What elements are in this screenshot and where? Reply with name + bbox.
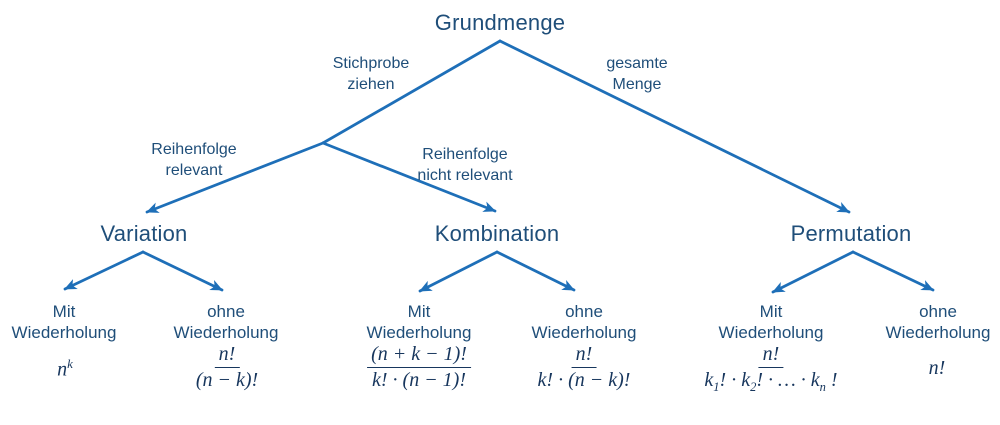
edge-label-line: Reihenfolge (422, 146, 508, 163)
leaf-label-variation-ohne: ohne Wiederholung (174, 301, 279, 343)
leaf-label-line: Wiederholung (366, 323, 472, 342)
leaf-label-line: Wiederholung (173, 323, 279, 342)
edge-label-line: ziehen (347, 76, 395, 93)
edge-label-reihenfolge-nicht-relevant: Reihenfolge nicht relevant (417, 144, 512, 186)
leaf-label-line: Wiederholung (885, 323, 991, 342)
formula-kombination-mit: (n + k − 1)! k! · (n − 1)! (367, 344, 471, 391)
formula-denominator: (n − k)! (195, 369, 259, 391)
edge-label-line: relevant (165, 162, 223, 179)
edge-label-gesamte-menge: gesamte Menge (606, 53, 667, 95)
edge-label-stichprobe-ziehen: Stichprobe ziehen (333, 53, 410, 95)
edge-kombination-to-ohne (495, 250, 576, 292)
leaf-label-permutation-ohne: ohne Wiederholung (886, 301, 991, 343)
leaf-label-line: Mit (52, 302, 76, 321)
formula-permutation-ohne: n! (928, 357, 946, 379)
leaf-label-line: ohne (919, 302, 957, 321)
formula-kombination-ohne: n! k! · (n − k)! (534, 344, 635, 391)
edge-kombination-to-mit (418, 250, 499, 293)
edge-permutation-to-mit (771, 250, 855, 294)
edge-label-line: gesamte (606, 55, 668, 72)
formula-denominator: k! · (n − 1)! (371, 369, 467, 391)
leaf-label-line: Wiederholung (718, 323, 824, 342)
formula-subscript: 2 (750, 380, 757, 394)
formula-variation-ohne: n! (n − k)! (192, 344, 262, 391)
formula-subscript: 1 (713, 380, 720, 394)
leaf-label-line: ohne (565, 302, 603, 321)
category-node-kombination: Kombination (434, 221, 560, 246)
formula-base: n (57, 358, 68, 381)
leaf-label-kombination-ohne: ohne Wiederholung (532, 301, 637, 343)
edge-variation-to-mit (63, 250, 145, 291)
formula-variation-mit: nk (57, 356, 73, 382)
leaf-label-line: Wiederholung (11, 323, 117, 342)
edge-variation-to-ohne (141, 250, 224, 292)
formula-numerator: n! (214, 344, 240, 368)
formula-numerator: (n + k − 1)! (367, 344, 471, 368)
edge-label-line: nicht relevant (417, 167, 513, 184)
category-node-permutation: Permutation (790, 221, 912, 246)
edge-junction-to-variation (145, 141, 325, 214)
edge-junction-to-kombination (321, 141, 497, 213)
leaf-label-line: ohne (207, 302, 245, 321)
leaf-label-line: Mit (407, 302, 431, 321)
formula-numerator: n! (571, 344, 597, 368)
formula-exponent: k (67, 356, 73, 371)
edge-root-to-junction (321, 39, 502, 145)
edge-label-line: Reihenfolge (151, 141, 237, 158)
category-node-variation: Variation (100, 221, 188, 246)
root-node-grundmenge: Grundmenge (434, 10, 566, 35)
edge-root-to-permutation (498, 39, 851, 214)
leaf-label-line: Wiederholung (531, 323, 637, 342)
formula-numerator: n! (758, 344, 784, 368)
leaf-label-kombination-mit: Mit Wiederholung (367, 301, 472, 343)
formula-permutation-mit: n! k1! · k2! · … · kn ! (700, 344, 841, 394)
leaf-label-permutation-mit: Mit Wiederholung (719, 301, 824, 343)
edge-label-reihenfolge-relevant: Reihenfolge relevant (151, 139, 236, 181)
formula-denominator: k1! · k2! · … · kn ! (704, 369, 838, 394)
formula-denominator: k! · (n − k)! (537, 369, 631, 391)
edge-label-line: Stichprobe (332, 55, 410, 72)
leaf-label-line: Mit (759, 302, 783, 321)
edge-label-line: Menge (612, 76, 662, 93)
edge-permutation-to-ohne (851, 250, 935, 292)
formula-subscript: n (819, 380, 826, 394)
leaf-label-variation-mit: Mit Wiederholung (12, 301, 117, 343)
